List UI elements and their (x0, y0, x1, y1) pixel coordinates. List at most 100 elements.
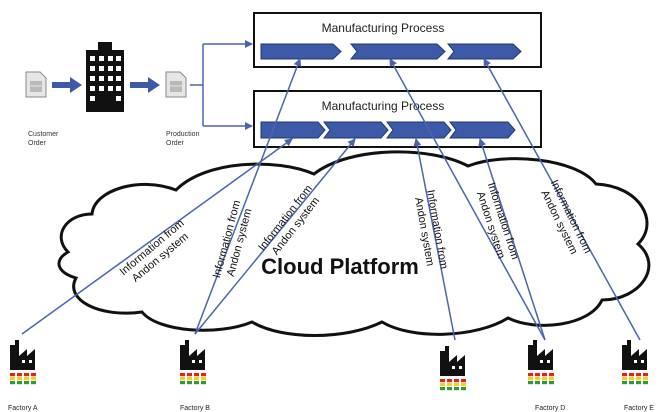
andon-light-icon (24, 381, 29, 385)
process-2-step-4-chevron (449, 121, 516, 139)
andon-light-icon (187, 373, 192, 377)
process-1-title: Manufacturing Process (322, 21, 445, 35)
manufacturing-process-box-1: Manufacturing Process (253, 12, 542, 68)
andon-light-icon (636, 373, 641, 377)
factory-2: Factory B (180, 340, 210, 412)
factory-icon (180, 340, 205, 370)
andon-light-icon (535, 381, 540, 385)
andon-light-icon (461, 387, 466, 391)
andon-light-icon (201, 381, 206, 385)
process-1-step-2-chevron (349, 43, 446, 60)
andon-light-icon (643, 381, 648, 385)
manufacturing-process-box-2: Manufacturing Process (253, 90, 542, 148)
andon-light-icon (187, 381, 192, 385)
andon-light-icon (528, 377, 533, 381)
branch-connector (190, 40, 253, 130)
andon-light-icon (194, 381, 199, 385)
andon-light-icon (643, 373, 648, 377)
production-order-label-line2: Order (166, 140, 185, 147)
andon-light-icon (461, 383, 466, 387)
factory-3 (440, 346, 466, 391)
andon-light-icon (201, 377, 206, 381)
info-arrow-factory-b-2 (194, 138, 356, 335)
customer-order-document-icon (25, 71, 47, 98)
andon-light-icon (440, 379, 445, 383)
andon-light-icon (180, 373, 185, 377)
process-2-step-1-chevron (260, 121, 326, 139)
andon-light-icon (447, 387, 452, 391)
process-2-title: Manufacturing Process (322, 99, 445, 113)
andon-light-icon (542, 381, 547, 385)
andon-light-icon (10, 381, 15, 385)
factory-5: Factory E (622, 340, 654, 412)
factory-icon (622, 340, 647, 370)
andon-light-icon (549, 377, 554, 381)
factory-label: Factory A (8, 405, 38, 412)
andon-light-icon (535, 373, 540, 377)
andon-light-icon (187, 377, 192, 381)
andon-light-icon (535, 377, 540, 381)
production-order-document-icon (165, 71, 187, 98)
arrow-to-production-order-icon (130, 77, 160, 93)
andon-light-icon (10, 373, 15, 377)
andon-light-icon (549, 373, 554, 377)
andon-light-icon (454, 379, 459, 383)
andon-light-icon (454, 387, 459, 391)
process-1-step-1-chevron (260, 43, 342, 60)
andon-light-icon (454, 383, 459, 387)
andon-light-icon (447, 379, 452, 383)
andon-light-icon (194, 373, 199, 377)
andon-light-icon (629, 373, 634, 377)
cloud-shape (57, 150, 651, 337)
andon-light-icon (31, 377, 36, 381)
info-arrow-factory-e (483, 58, 641, 341)
factory-icon (528, 340, 553, 370)
andon-light-icon (24, 377, 29, 381)
andon-light-icon (622, 381, 627, 385)
info-arrow-factory-d-1 (389, 58, 546, 341)
process-1-step-3-chevron (446, 43, 522, 60)
andon-light-icon (643, 377, 648, 381)
factory-1: Factory A (8, 340, 38, 412)
andon-light-icon (31, 373, 36, 377)
factory-icon (440, 346, 465, 376)
andon-light-icon (180, 381, 185, 385)
andon-light-icon (10, 377, 15, 381)
andon-light-icon (549, 381, 554, 385)
andon-light-icon (447, 383, 452, 387)
arrow-to-building-icon (52, 77, 82, 93)
andon-light-icon (542, 373, 547, 377)
andon-light-icon (528, 373, 533, 377)
andon-light-icon (542, 377, 547, 381)
customer-order-label-line2: Order (28, 140, 47, 147)
info-arrow-factory-d-2 (478, 138, 546, 341)
andon-light-icon (17, 377, 22, 381)
process-2-step-2-chevron (323, 121, 389, 139)
andon-light-icon (622, 373, 627, 377)
process-2-step-3-chevron (386, 121, 452, 139)
andon-light-icon (629, 381, 634, 385)
andon-light-icon (636, 377, 641, 381)
andon-light-icon (24, 373, 29, 377)
factories: Factory A Factory B Factory D Factory E (8, 340, 654, 412)
andon-light-icon (17, 373, 22, 377)
andon-light-icon (440, 383, 445, 387)
information-flow-arrows (21, 58, 641, 341)
info-arrow-factory-c (413, 138, 456, 341)
andon-light-icon (194, 377, 199, 381)
company-building-icon (86, 42, 124, 112)
factory-label: Factory D (535, 405, 565, 412)
andon-light-icon (622, 377, 627, 381)
factory-icon (10, 340, 35, 370)
andon-light-icon (440, 387, 445, 391)
info-arrow-factory-a (21, 138, 293, 335)
andon-light-icon (180, 377, 185, 381)
andon-light-icon (201, 373, 206, 377)
cloud-platform-label: Cloud Platform (261, 254, 419, 279)
production-order-label-line1: Production (166, 131, 200, 138)
andon-light-icon (629, 377, 634, 381)
andon-light-icon (17, 381, 22, 385)
andon-light-icon (636, 381, 641, 385)
andon-light-icon (31, 381, 36, 385)
